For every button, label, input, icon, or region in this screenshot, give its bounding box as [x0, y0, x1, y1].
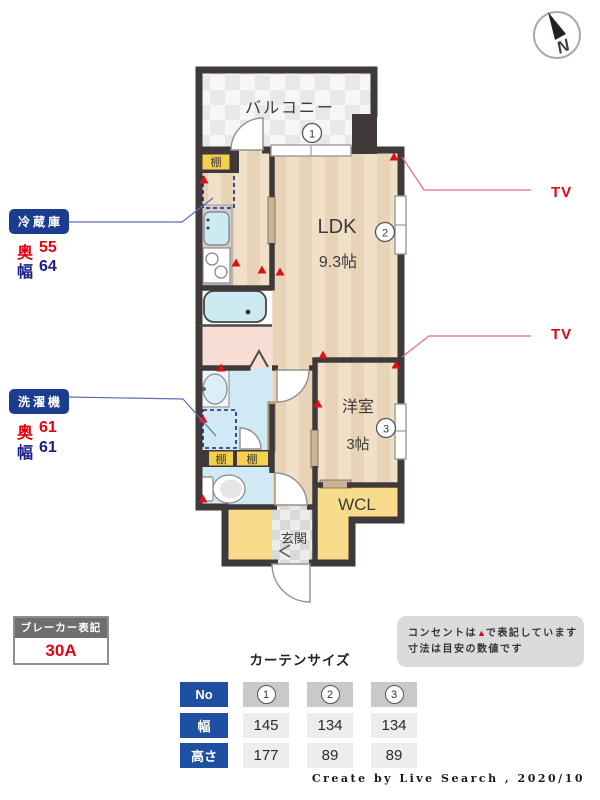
note-line-1: コンセントは▲で表記しています: [408, 628, 578, 639]
curtain-point-2: 2: [374, 221, 396, 243]
washer-depth-row: 奥 61: [17, 419, 57, 442]
fridge-depth-row: 奥 55: [17, 239, 57, 262]
washer-space: [202, 409, 237, 449]
window-3: [394, 403, 407, 460]
washer-tag: 洗濯機: [9, 389, 69, 414]
fridge-width-row: 幅 64: [17, 258, 57, 281]
compass-needle: [548, 12, 566, 40]
stove: [202, 247, 231, 284]
wcl-floor: [315, 485, 401, 563]
stove-burner: [214, 265, 228, 279]
curtain-point-3: 3: [375, 417, 397, 439]
credit-text: Create by Live Search , 2020/10: [311, 772, 585, 785]
window-1: [270, 144, 352, 157]
curtain-point-1: 1: [301, 122, 323, 144]
ldk-label: LDK: [318, 216, 358, 238]
curtain-row-height: 高さ 177 89 89: [180, 743, 435, 768]
washroom-floor: [199, 325, 272, 368]
sink-faucet: [206, 218, 210, 222]
tv1-callout-line: [401, 156, 531, 191]
outlet-markers: [198, 152, 401, 503]
breaker-box: ブレーカー表記 30A: [13, 616, 109, 665]
entrance-floor: [272, 507, 315, 563]
shelf-label: 棚: [247, 452, 258, 466]
shelf: [201, 153, 231, 171]
sliding-door: [310, 429, 319, 469]
sliding-door: [267, 196, 276, 245]
curtain-col-1: 1: [243, 682, 289, 707]
fridge-tag-label: 冷蔵庫: [17, 215, 63, 229]
curtain-col-2: 2: [307, 682, 353, 707]
width-value-2: 134: [307, 713, 353, 738]
balcony-label: バルコニー: [245, 100, 335, 117]
wall-block: [352, 114, 377, 154]
entrance-step-mark: [278, 544, 291, 558]
entrance-label: 玄関: [281, 531, 307, 546]
svg-text:1: 1: [309, 129, 315, 141]
compass: N: [533, 11, 581, 59]
svg-text:3: 3: [383, 424, 389, 436]
outlet-note: コンセントは▲で表記しています 寸法は目安の数値です: [397, 616, 584, 667]
closet-door: [319, 479, 352, 489]
hall-floor: [225, 507, 272, 563]
curtain-table-title: カーテンサイズ: [249, 653, 351, 668]
balcony-floor: [202, 70, 374, 150]
washroom-door: [276, 369, 310, 403]
wcl-label: WCL: [338, 495, 376, 514]
window-2: [394, 195, 407, 255]
tv-label-2: TV: [551, 326, 573, 343]
stove-burner: [205, 252, 219, 266]
balcony-door: [230, 117, 264, 151]
breaker-title: ブレーカー表記: [15, 618, 107, 638]
entrance-door: [271, 563, 311, 603]
western-room-label: 洋室: [342, 398, 374, 416]
western-size-label: 3帖: [346, 436, 369, 453]
bathtub-drain: [245, 309, 251, 315]
shelf: [237, 451, 268, 466]
hall-door: [274, 472, 308, 506]
kitchen-sink: [203, 211, 230, 246]
curtain-col-3: 3: [371, 682, 417, 707]
row-header-no: No: [180, 682, 228, 707]
shelf-label: 棚: [211, 155, 222, 169]
row-header-width: 幅: [180, 713, 228, 738]
bathtub: [203, 290, 267, 323]
curtain-row-no: No 1 2 3: [180, 682, 435, 707]
fridge-tag: 冷蔵庫: [9, 209, 69, 234]
ldk-floor: [199, 150, 401, 507]
note-line-2: 寸法は目安の数値です: [408, 644, 523, 655]
toilet-door: [239, 427, 262, 450]
row-header-height: 高さ: [180, 743, 228, 768]
tv-label-1: TV: [551, 184, 573, 201]
shelf-label: 棚: [216, 452, 227, 466]
breaker-value: 30A: [45, 641, 77, 660]
washer-callout-line: [66, 396, 217, 437]
washbasin: [202, 373, 228, 405]
fridge-callout-line: [67, 197, 214, 223]
washer-tag-label: 洗濯機: [17, 395, 63, 409]
width-value-3: 134: [371, 713, 417, 738]
outlet-marker-icon: ▲: [477, 628, 486, 638]
folding-door: [249, 348, 269, 368]
svg-text:2: 2: [382, 228, 388, 240]
height-value-1: 177: [243, 743, 289, 768]
height-value-2: 89: [307, 743, 353, 768]
washer-width-row: 幅 61: [17, 439, 57, 462]
curtain-row-width: 幅 145 134 134: [180, 713, 435, 738]
ldk-size-label: 9.3帖: [319, 253, 357, 271]
tv2-callout-line: [401, 335, 531, 358]
shelf: [209, 451, 233, 466]
washbasin-faucet: [202, 387, 206, 391]
width-value-1: 145: [243, 713, 289, 738]
height-value-3: 89: [371, 743, 417, 768]
